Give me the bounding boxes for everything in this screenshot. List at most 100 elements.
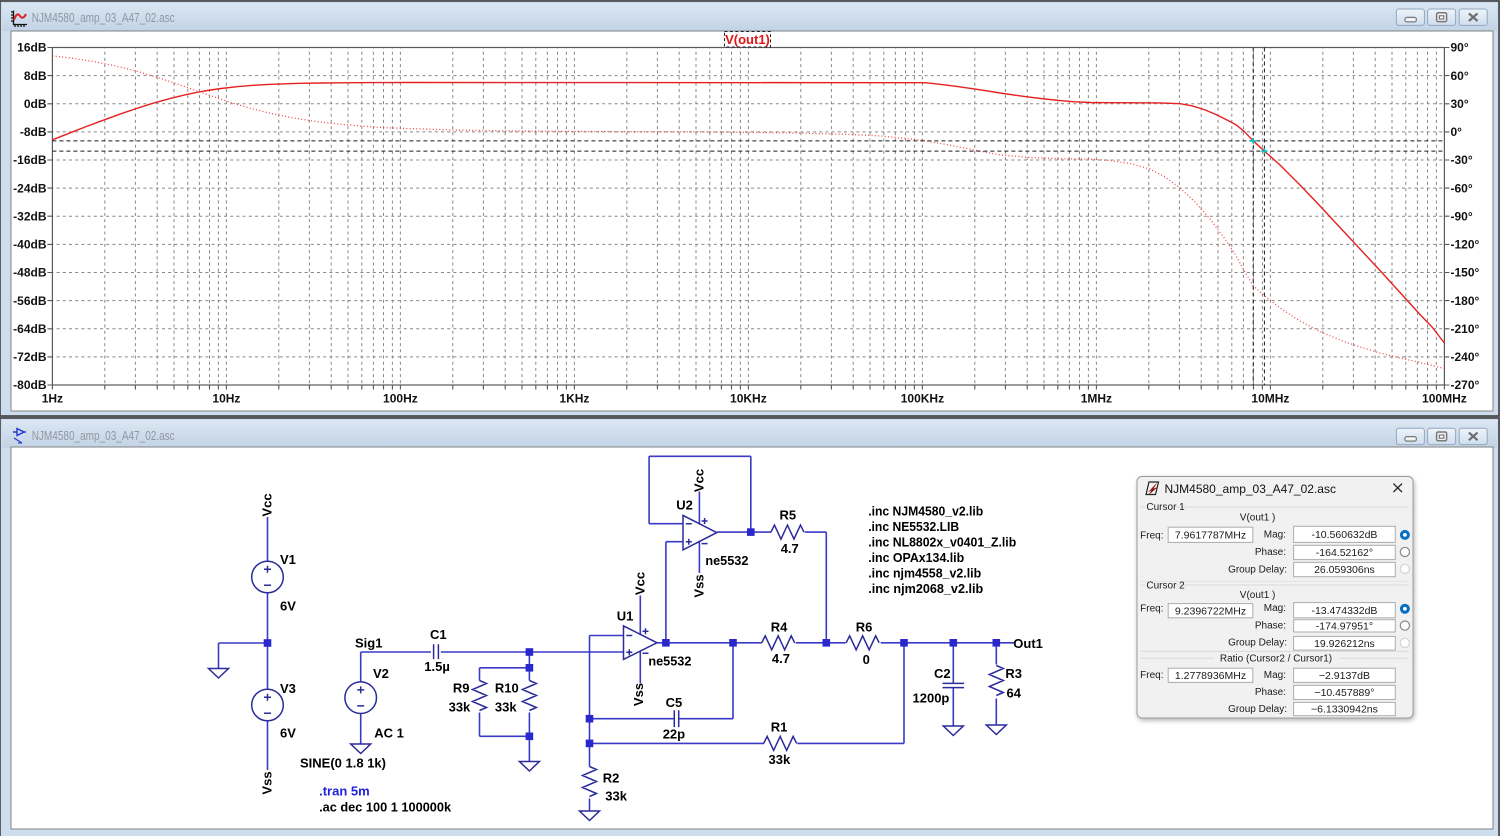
svg-text:R2: R2 (603, 771, 620, 786)
svg-text:10Hz: 10Hz (212, 392, 240, 406)
svg-text:Vcc: Vcc (632, 572, 647, 595)
svg-text:19.926212ns: 19.926212ns (1314, 638, 1375, 650)
svg-text:Freq:: Freq: (1140, 603, 1163, 614)
svg-text:Phase:: Phase: (1255, 621, 1286, 632)
svg-text:ne5532: ne5532 (705, 553, 748, 568)
svg-text:90°: 90° (1451, 41, 1469, 55)
svg-text:Vcc: Vcc (691, 469, 706, 492)
svg-text:Phase:: Phase: (1255, 687, 1286, 698)
svg-text:-13.474332dB: -13.474332dB (1311, 605, 1377, 617)
svg-text:Freq:: Freq: (1140, 530, 1163, 541)
svg-text:7.9617787MHz: 7.9617787MHz (1175, 529, 1246, 541)
svg-text:C1: C1 (430, 627, 447, 642)
svg-text:-80dB: -80dB (13, 378, 47, 392)
svg-text:Vss: Vss (691, 574, 706, 597)
svg-text:-30°: -30° (1451, 153, 1473, 167)
svg-text:-180°: -180° (1451, 294, 1480, 308)
svg-text:8dB: 8dB (24, 69, 47, 83)
svg-text:1KHz: 1KHz (559, 392, 589, 406)
svg-text:R9: R9 (453, 681, 470, 696)
svg-text:-24dB: -24dB (13, 181, 47, 195)
svg-text:Group Delay:: Group Delay: (1228, 704, 1287, 715)
svg-text:−6.1330942ns: −6.1330942ns (1311, 704, 1378, 716)
svg-text:V(out1 ): V(out1 ) (1240, 590, 1276, 601)
svg-text:22p: 22p (663, 727, 685, 742)
svg-text:Vss: Vss (631, 683, 646, 706)
svg-text:Mag:: Mag: (1264, 603, 1286, 614)
svg-text:100MHz: 100MHz (1422, 392, 1467, 406)
svg-text:-120°: -120° (1451, 238, 1480, 252)
svg-text:C5: C5 (666, 695, 683, 710)
svg-text:30°: 30° (1451, 97, 1469, 111)
svg-text:V2: V2 (373, 666, 389, 681)
svg-text:33k: 33k (769, 752, 791, 767)
svg-text:6V: 6V (280, 726, 296, 741)
svg-text:−10.457889°: −10.457889° (1314, 687, 1374, 699)
svg-text:.inc njm4558_v2.lib: .inc njm4558_v2.lib (868, 565, 981, 580)
svg-text:.inc NJM4580_v2.lib: .inc NJM4580_v2.lib (868, 504, 983, 519)
svg-text:−2.9137dB: −2.9137dB (1319, 670, 1370, 682)
svg-text:4.7: 4.7 (781, 541, 799, 556)
svg-text:Mag:: Mag: (1264, 530, 1286, 541)
svg-text:9.2396722MHz: 9.2396722MHz (1175, 605, 1246, 617)
svg-text:-48dB: -48dB (13, 266, 47, 280)
svg-text:-10.560632dB: -10.560632dB (1311, 529, 1377, 541)
svg-text:-32dB: -32dB (13, 209, 47, 223)
svg-text:.ac dec 100 1 100000k: .ac dec 100 1 100000k (319, 800, 452, 815)
svg-text:ne5532: ne5532 (648, 654, 691, 669)
svg-text:-270°: -270° (1451, 378, 1480, 392)
svg-text:-16dB: -16dB (13, 153, 47, 167)
svg-text:-72dB: -72dB (13, 350, 47, 364)
svg-text:.inc NE5532.LIB: .inc NE5532.LIB (868, 519, 959, 534)
svg-text:Group Delay:: Group Delay: (1228, 638, 1287, 649)
svg-text:33k: 33k (605, 789, 627, 804)
svg-text:60°: 60° (1451, 69, 1469, 83)
svg-text:Cursor 1: Cursor 1 (1146, 502, 1185, 513)
svg-text:-56dB: -56dB (13, 294, 47, 308)
svg-text:NJM4580_amp_03_A47_02.asc: NJM4580_amp_03_A47_02.asc (32, 11, 175, 25)
svg-text:16dB: 16dB (17, 41, 47, 55)
svg-text:.inc NL8802x_v0401_Z.lib: .inc NL8802x_v0401_Z.lib (868, 535, 1016, 550)
svg-text:Mag:: Mag: (1264, 670, 1286, 681)
svg-text:6V: 6V (280, 599, 296, 614)
svg-text:V3: V3 (280, 681, 296, 696)
svg-text:R6: R6 (856, 620, 873, 635)
svg-text:Vcc: Vcc (260, 493, 275, 516)
svg-text:U1: U1 (617, 609, 634, 624)
svg-text:U2: U2 (676, 498, 693, 513)
svg-text:V(out1 ): V(out1 ) (1240, 512, 1276, 523)
svg-text:C2: C2 (934, 666, 951, 681)
svg-text:Ratio (Cursor2 / Cursor1): Ratio (Cursor2 / Cursor1) (1220, 654, 1332, 665)
svg-text:-40dB: -40dB (13, 238, 47, 252)
svg-text:R4: R4 (771, 620, 788, 635)
svg-text:0: 0 (863, 652, 870, 667)
svg-text:Phase:: Phase: (1255, 547, 1286, 558)
svg-text:-64dB: -64dB (13, 322, 47, 336)
svg-text:0°: 0° (1451, 125, 1463, 139)
svg-text:-240°: -240° (1451, 350, 1480, 364)
svg-text:R3: R3 (1005, 666, 1022, 681)
svg-text:AC 1: AC 1 (374, 726, 404, 741)
svg-text:-174.97951°: -174.97951° (1316, 620, 1373, 632)
svg-text:-164.52162°: -164.52162° (1316, 547, 1373, 559)
svg-text:Freq:: Freq: (1140, 670, 1163, 681)
svg-text:NJM4580_amp_03_A47_02.asc: NJM4580_amp_03_A47_02.asc (1165, 482, 1336, 496)
svg-text:-8dB: -8dB (20, 125, 47, 139)
svg-text:SINE(0 1.8 1k): SINE(0 1.8 1k) (300, 756, 386, 771)
svg-text:-210°: -210° (1451, 322, 1480, 336)
svg-text:1Hz: 1Hz (42, 392, 63, 406)
svg-text:R5: R5 (780, 508, 797, 523)
svg-text:1200p: 1200p (913, 691, 950, 706)
svg-text:.tran 5m: .tran 5m (319, 783, 370, 798)
svg-text:-90°: -90° (1451, 209, 1473, 223)
svg-text:0dB: 0dB (24, 97, 47, 111)
svg-text:R10: R10 (495, 681, 519, 696)
svg-text:-60°: -60° (1451, 181, 1473, 195)
svg-text:Group Delay:: Group Delay: (1228, 564, 1287, 575)
svg-text:.inc njm2068_v2.lib: .inc njm2068_v2.lib (868, 581, 983, 596)
svg-text:R1: R1 (771, 720, 788, 735)
svg-text:1.5µ: 1.5µ (424, 659, 450, 674)
svg-text:Cursor 2: Cursor 2 (1146, 581, 1185, 592)
svg-text:-150°: -150° (1451, 266, 1480, 280)
svg-text:V1: V1 (280, 552, 296, 567)
